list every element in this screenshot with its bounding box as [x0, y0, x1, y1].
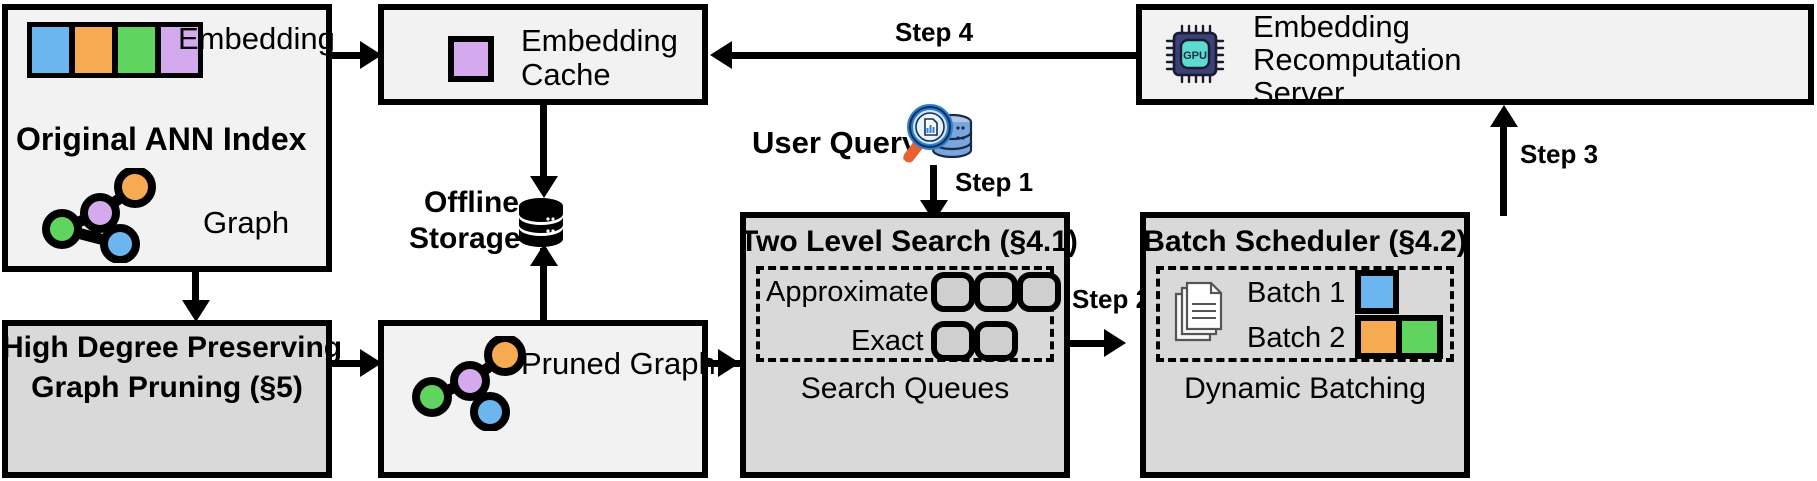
arrow-pruned-to-storage-head	[530, 244, 558, 266]
arrow-cache-to-storage-head	[530, 176, 558, 198]
arrow-step2-line	[1070, 340, 1110, 347]
embedding-cache-box	[378, 4, 708, 105]
search-queues-dashed-region	[756, 266, 1054, 362]
arrow-pruning-to-pruned-line	[332, 360, 364, 367]
two-level-search-title: Two Level Search (§4.1)	[740, 225, 1078, 258]
recomputation-server-line2: Recomputation	[1253, 42, 1462, 77]
graph-pruning-title-line1: High Degree Preserving	[2, 331, 343, 364]
dynamic-batching-dashed-region	[1156, 266, 1454, 362]
embedding-cell-0	[32, 27, 72, 73]
exact-slot-0	[931, 321, 975, 361]
arrow-step3-line	[1500, 126, 1507, 216]
batch-1-label: Batch 1	[1247, 277, 1346, 309]
approximate-slot-1	[974, 272, 1018, 312]
documents-icon	[1174, 281, 1223, 342]
graph-label: Graph	[203, 205, 290, 240]
arrow-index-to-pruning-head	[182, 300, 210, 322]
approximate-slot-0	[931, 272, 975, 312]
recomputation-server-box	[1136, 4, 1814, 105]
arrow-index-to-cache-line	[332, 52, 364, 59]
pruned-graph-label: Pruned Graph	[521, 346, 716, 381]
offline-storage-label-line1: Offline	[424, 186, 519, 219]
embedding-label: Embedding	[178, 21, 335, 56]
user-query-label: User Query	[752, 125, 920, 160]
search-database-icon	[903, 104, 973, 163]
embedding-cache-title-line1: Embedding	[521, 23, 678, 58]
original-graph-illustration	[42, 168, 156, 263]
database-icon	[519, 198, 563, 247]
step4-label: Step 4	[895, 17, 974, 47]
exact-slot-1	[974, 321, 1018, 361]
original-ann-index-title: Original ANN Index	[16, 121, 307, 157]
batch-2-label: Batch 2	[1247, 322, 1346, 354]
gpu-chip-text: GPU	[1183, 50, 1207, 62]
gpu-chip-icon: GPU	[1165, 24, 1225, 84]
arrow-pruned-to-storage-line	[540, 248, 547, 322]
batch-2-item-1	[1399, 315, 1443, 359]
arrow-cache-to-storage-line	[540, 105, 547, 191]
arrow-index-to-cache-head	[360, 41, 382, 69]
embedding-strip	[27, 22, 203, 78]
dynamic-batching-caption: Dynamic Batching	[1184, 372, 1426, 405]
embedding-cache-chip	[448, 36, 494, 82]
arrow-index-to-pruning-line	[192, 272, 199, 308]
batch-1-item-0	[1355, 270, 1399, 314]
exact-row-label: Exact	[851, 325, 924, 357]
embedding-cache-title-line2: Cache	[521, 57, 611, 92]
recomputation-server-line1: Embedding	[1253, 9, 1410, 44]
embedding-cell-2	[115, 27, 158, 73]
embedding-cell-3	[158, 27, 198, 73]
step1-label: Step 1	[955, 167, 1034, 197]
approximate-row-label: Approximate	[766, 276, 929, 308]
arrow-step1-line	[930, 165, 937, 215]
pruned-graph-illustration	[412, 336, 526, 431]
step2-label: Step 2	[1072, 284, 1151, 314]
graph-pruning-box	[2, 320, 332, 478]
batch-2-item-0	[1355, 315, 1399, 359]
search-queues-caption: Search Queues	[800, 372, 1010, 405]
arrow-step3-head	[1490, 105, 1518, 127]
approximate-slot-2	[1017, 272, 1061, 312]
embedding-cell-1	[72, 27, 115, 73]
arrow-step4-head	[710, 41, 732, 69]
step3-label: Step 3	[1520, 139, 1599, 169]
graph-pruning-title-line2: Graph Pruning (§5)	[31, 371, 303, 404]
arrow-pruning-to-pruned-head	[360, 349, 382, 377]
recomputation-server-line3: Server	[1253, 75, 1345, 110]
offline-storage-label-line2: Storage	[409, 222, 521, 255]
arrow-step4-line	[730, 52, 1136, 59]
arrow-pruned-to-search-head	[718, 349, 740, 377]
batch-scheduler-title: Batch Scheduler (§4.2)	[1143, 225, 1467, 258]
arrow-step2-head	[1104, 329, 1126, 357]
